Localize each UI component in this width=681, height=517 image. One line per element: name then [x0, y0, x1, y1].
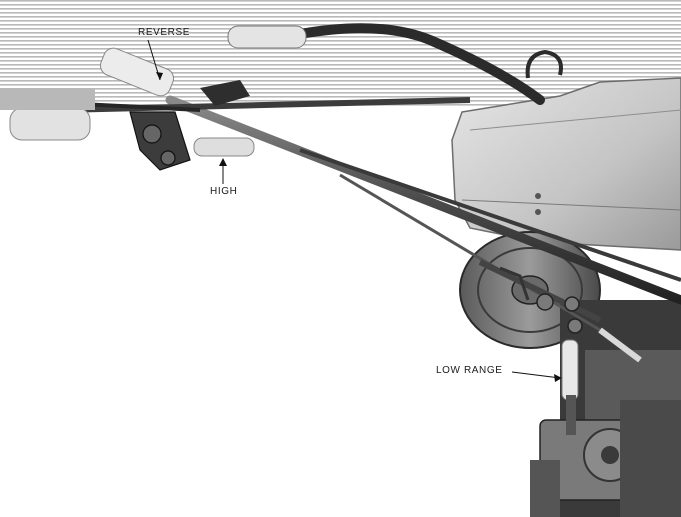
- callout-leaders: [147, 39, 562, 382]
- callout-high-label: HIGH: [210, 186, 238, 197]
- handlebar: [227, 23, 563, 105]
- callout-low-range-label: LOW RANGE: [436, 365, 503, 376]
- lever-bracket: [129, 80, 250, 171]
- gear-housing: [530, 300, 681, 517]
- callout-reverse-label: REVERSE: [138, 27, 190, 38]
- handle-grips: [0, 47, 255, 157]
- linkage: [478, 259, 642, 363]
- engine-housing: [451, 77, 681, 251]
- low-range-lever: [561, 339, 579, 435]
